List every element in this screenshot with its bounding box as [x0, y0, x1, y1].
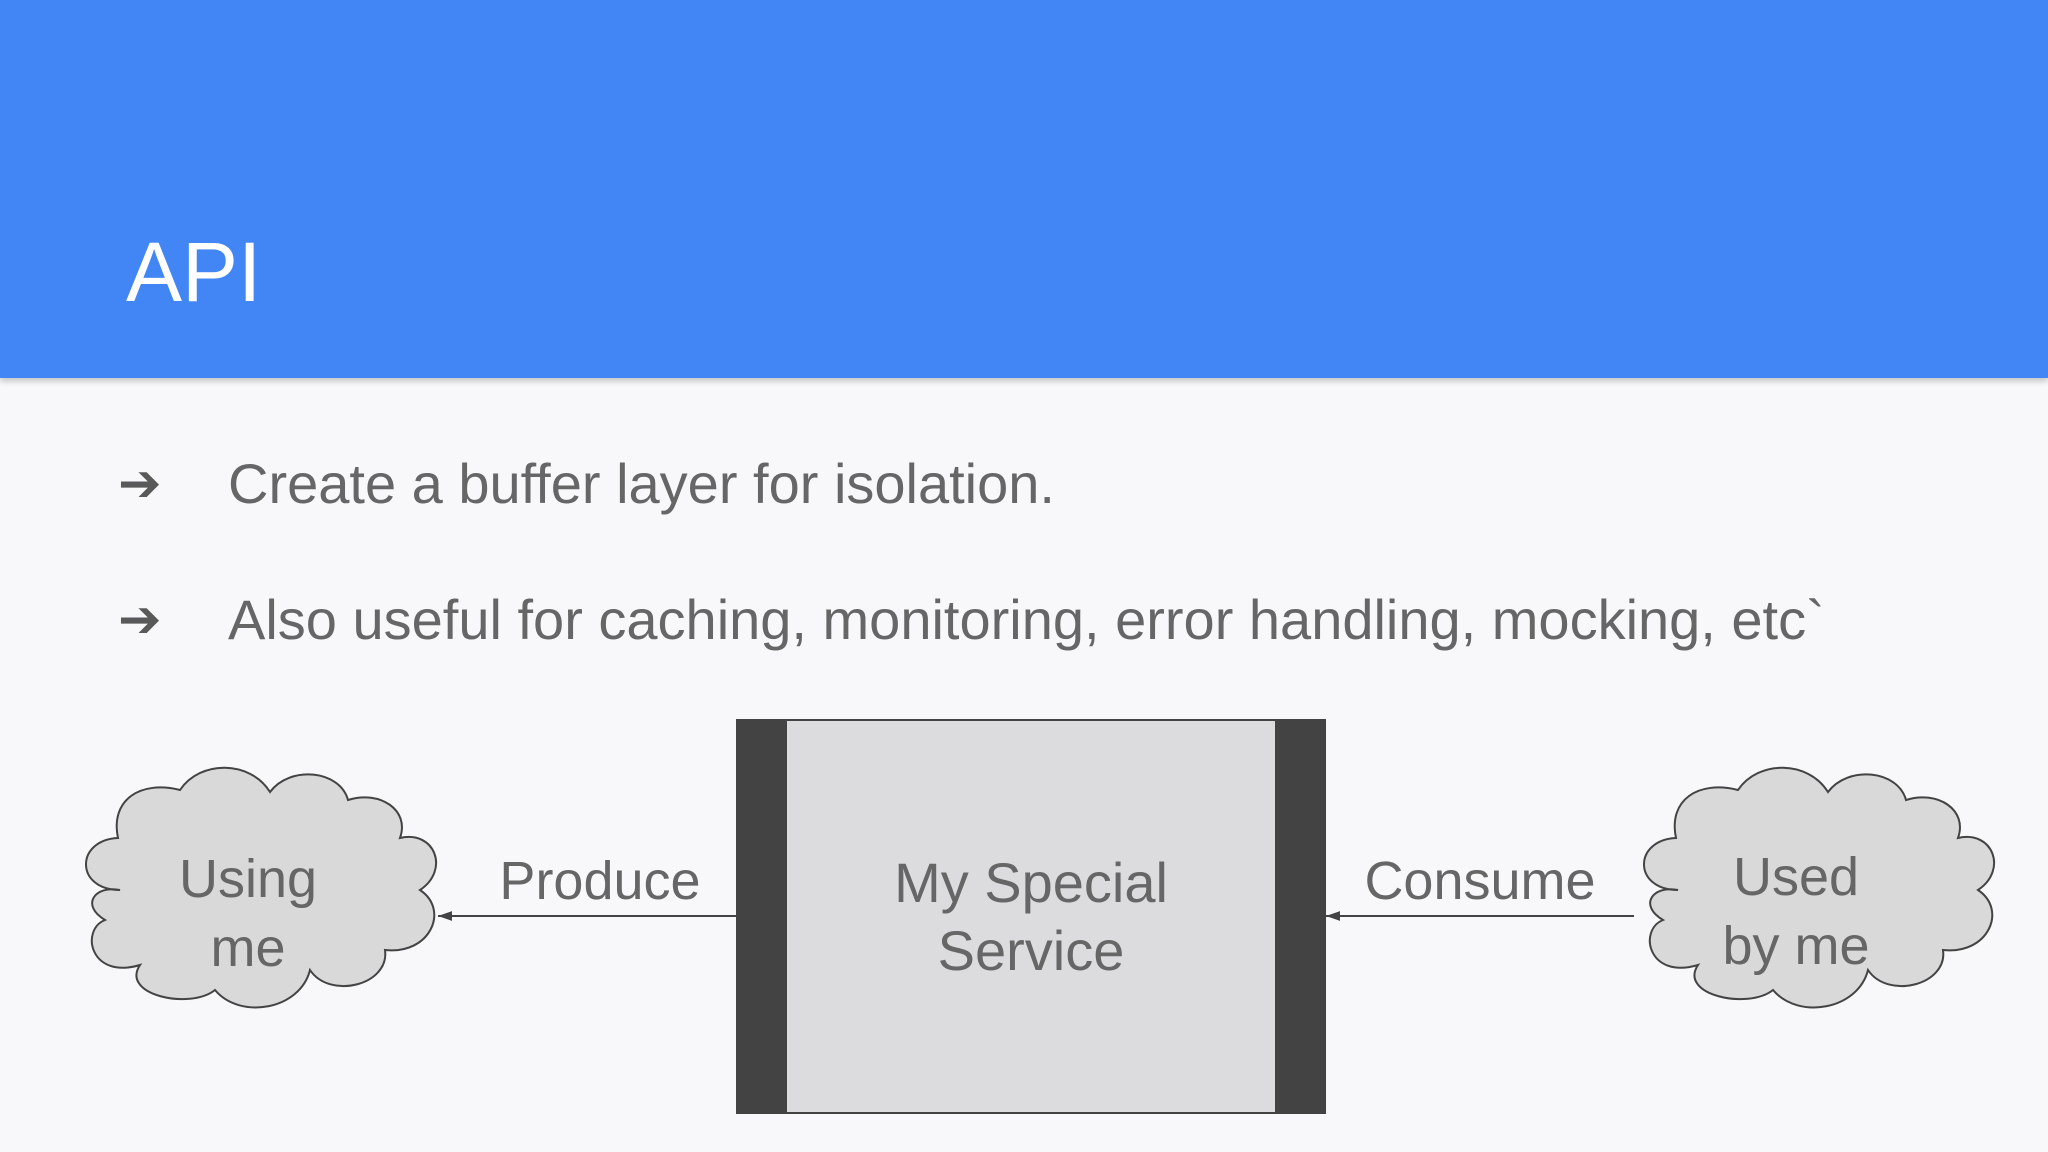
left-cloud-label-line-1: Using	[179, 849, 317, 909]
right-cloud-label-line-2: by me	[1722, 916, 1869, 976]
right-arrow-icon: ➔	[118, 590, 162, 650]
service-box-left-bar	[737, 720, 787, 1113]
bullet-text: Create a buffer layer for isolation.	[228, 452, 1055, 515]
bullet-item: ➔ Create a buffer layer for isolation.	[118, 444, 1055, 524]
service-box-right-bar	[1275, 720, 1325, 1113]
left-cloud-label-line-2: me	[210, 918, 285, 978]
left-cloud: Using me	[85, 766, 438, 1009]
right-cloud: Used by me	[1643, 766, 1996, 1009]
bullet-item: ➔ Also useful for caching, monitoring, e…	[118, 580, 1825, 660]
service-box: My Special Service	[736, 719, 1326, 1114]
slide-title: API	[126, 225, 262, 319]
service-box-label-line-1: My Special	[894, 851, 1168, 914]
bullet-text: Also useful for caching, monitoring, err…	[228, 588, 1825, 651]
service-box-label-line-2: Service	[938, 919, 1125, 982]
produce-label: Produce	[499, 851, 700, 911]
right-cloud-label-line-1: Used	[1733, 847, 1859, 907]
right-arrow-icon: ➔	[118, 454, 162, 514]
consume-label: Consume	[1364, 851, 1595, 911]
title-banner: API	[0, 0, 2048, 378]
